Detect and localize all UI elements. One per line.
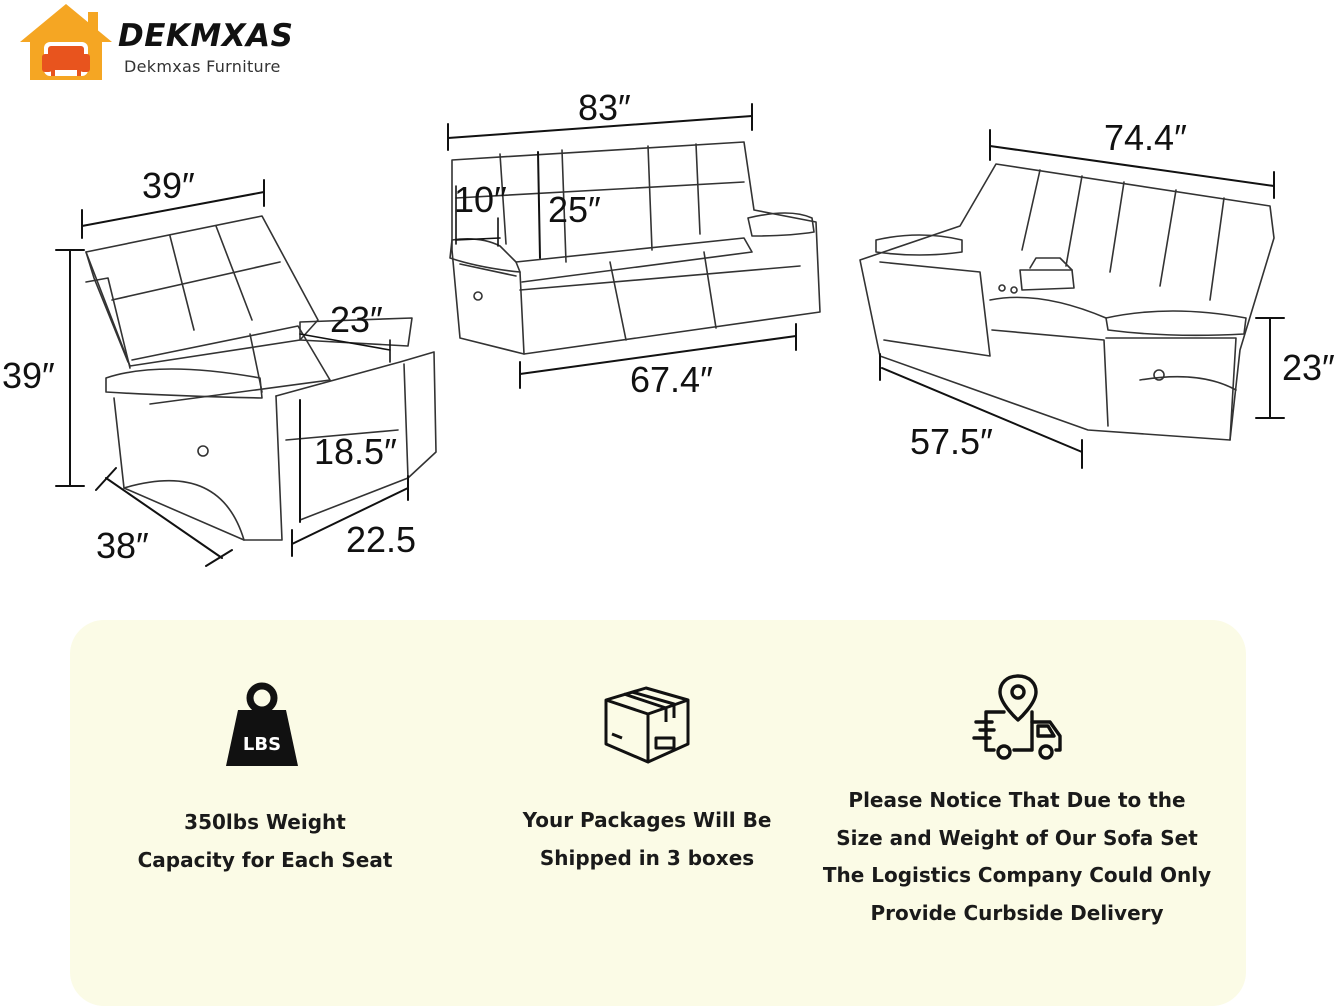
furniture-drawings bbox=[55, 103, 1285, 567]
recliner-seat-height: 18.5″ bbox=[314, 431, 397, 472]
delivery-truck-icon bbox=[972, 674, 1062, 760]
feature-delivery: Please Notice That Due to the Size and W… bbox=[810, 674, 1224, 994]
feature-packages: Your Packages Will Be Shipped in 3 boxes bbox=[490, 674, 804, 934]
feature-delivery-line-3: The Logistics Company Could Only bbox=[822, 863, 1212, 887]
recliner-top-width: 39″ bbox=[142, 165, 195, 206]
recliner-seat-depth: 22.5 bbox=[346, 519, 417, 560]
feature-delivery-line-4: Provide Curbside Delivery bbox=[870, 900, 1164, 925]
feature-weight-line-2: Capacity for Each Seat bbox=[137, 847, 393, 872]
features-panel: LBS 350lbs Weight Capacity for Each Seat… bbox=[70, 620, 1246, 1006]
recliner-drawing bbox=[55, 179, 437, 567]
recliner-arm-width: 23″ bbox=[330, 299, 383, 340]
weight-icon: LBS bbox=[226, 682, 298, 766]
brand-subtitle: Dekmxas Furniture bbox=[124, 57, 281, 76]
sofa-seat-width: 67.4″ bbox=[630, 359, 713, 400]
loveseat-drawing bbox=[859, 129, 1285, 469]
sofa-drawing bbox=[447, 103, 821, 389]
box-icon bbox=[604, 686, 690, 764]
recliner-depth: 38″ bbox=[96, 525, 149, 566]
recliner-height: 39″ bbox=[2, 355, 55, 396]
feature-packages-line-2: Shipped in 3 boxes bbox=[539, 845, 755, 870]
sofa-back-height: 25″ bbox=[548, 189, 601, 230]
feature-weight-line-1: 350lbs Weight bbox=[184, 810, 346, 834]
feature-packages-line-1: Your Packages Will Be bbox=[522, 808, 772, 832]
feature-delivery-line-2: Size and Weight of Our Sofa Set bbox=[836, 825, 1198, 850]
feature-delivery-line-1: Please Notice That Due to the bbox=[848, 788, 1186, 812]
sofa-total-width: 83″ bbox=[578, 87, 631, 128]
weight-icon-label: LBS bbox=[243, 734, 281, 755]
loveseat-arm-height: 23″ bbox=[1282, 347, 1335, 388]
loveseat-seat-width: 57.5″ bbox=[910, 421, 993, 462]
loveseat-total-width: 74.4″ bbox=[1104, 117, 1187, 158]
feature-weight-capacity: LBS 350lbs Weight Capacity for Each Seat bbox=[110, 674, 420, 934]
brand-name: DEKMXAS bbox=[118, 18, 294, 54]
brand-logo: DEKMXAS Dekmxas Furniture bbox=[18, 2, 318, 82]
house-sofa-icon bbox=[20, 4, 112, 80]
sofa-arm-height: 10″ bbox=[454, 179, 507, 220]
